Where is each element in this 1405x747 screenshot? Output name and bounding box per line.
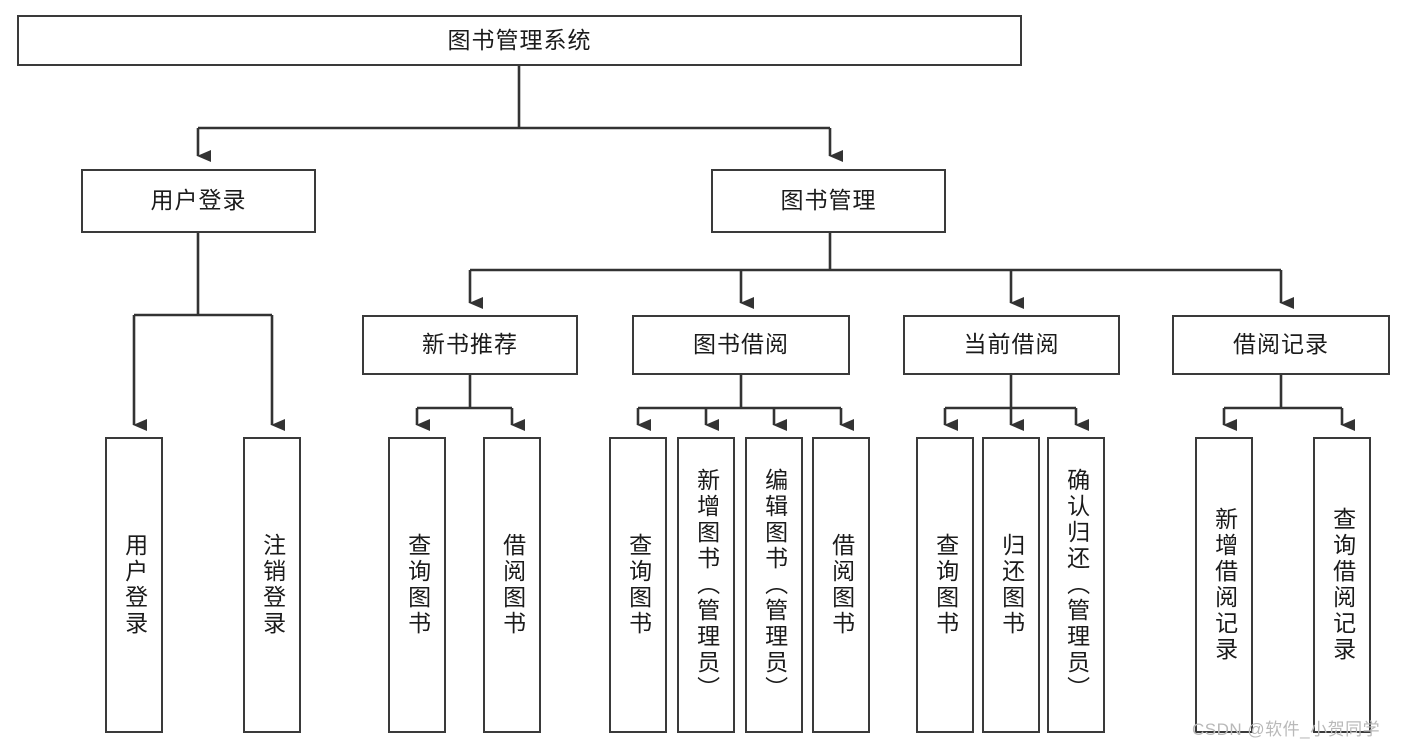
node-leaf-user-logout-label: 注销登录	[259, 533, 286, 637]
node-current-borrow[interactable]: 当前借阅	[903, 315, 1120, 375]
node-borrow-record-label: 借阅记录	[1233, 331, 1329, 358]
node-leaf-confirm-return[interactable]: 确认归还（管理员）	[1047, 437, 1105, 733]
node-book-management[interactable]: 图书管理	[711, 169, 946, 233]
node-leaf-query-book-1-label: 查询图书	[404, 533, 431, 637]
node-leaf-return-book-label: 归还图书	[998, 533, 1025, 637]
node-leaf-edit-book[interactable]: 编辑图书（管理员）	[745, 437, 803, 733]
node-leaf-confirm-return-label: 确认归还（管理员）	[1063, 468, 1090, 702]
node-leaf-borrow-book-1-label: 借阅图书	[499, 533, 526, 637]
node-book-borrow-label: 图书借阅	[693, 331, 789, 358]
node-leaf-query-book-3[interactable]: 查询图书	[916, 437, 974, 733]
node-new-book-recommend-label: 新书推荐	[422, 331, 518, 358]
node-root-label: 图书管理系统	[447, 26, 592, 53]
node-leaf-borrow-book-1[interactable]: 借阅图书	[483, 437, 541, 733]
node-root[interactable]: 图书管理系统	[17, 15, 1022, 66]
node-book-borrow[interactable]: 图书借阅	[632, 315, 850, 375]
node-user-login[interactable]: 用户登录	[81, 169, 316, 233]
node-leaf-query-book-2-label: 查询图书	[625, 533, 652, 637]
node-leaf-query-book-3-label: 查询图书	[932, 533, 959, 637]
node-current-borrow-label: 当前借阅	[963, 331, 1060, 358]
node-leaf-add-book-label: 新增图书（管理员）	[693, 468, 720, 702]
node-leaf-user-login[interactable]: 用户登录	[105, 437, 163, 733]
node-book-management-label: 图书管理	[780, 187, 877, 214]
node-leaf-add-borrow-record-label: 新增借阅记录	[1211, 507, 1238, 663]
node-leaf-return-book[interactable]: 归还图书	[982, 437, 1040, 733]
node-leaf-borrow-book-2-label: 借阅图书	[828, 533, 855, 637]
node-borrow-record[interactable]: 借阅记录	[1172, 315, 1390, 375]
node-leaf-user-logout[interactable]: 注销登录	[243, 437, 301, 733]
node-leaf-add-borrow-record[interactable]: 新增借阅记录	[1195, 437, 1253, 733]
node-leaf-edit-book-label: 编辑图书（管理员）	[761, 468, 788, 702]
node-leaf-borrow-book-2[interactable]: 借阅图书	[812, 437, 870, 733]
node-leaf-query-borrow-record[interactable]: 查询借阅记录	[1313, 437, 1371, 733]
node-user-login-label: 用户登录	[150, 187, 247, 214]
node-leaf-query-book-1[interactable]: 查询图书	[388, 437, 446, 733]
node-leaf-query-book-2[interactable]: 查询图书	[609, 437, 667, 733]
node-leaf-query-borrow-record-label: 查询借阅记录	[1329, 507, 1356, 663]
node-leaf-user-login-label: 用户登录	[121, 533, 148, 637]
node-leaf-add-book[interactable]: 新增图书（管理员）	[677, 437, 735, 733]
csdn-watermark: CSDN @软件_小贺同学	[1192, 720, 1381, 739]
node-new-book-recommend[interactable]: 新书推荐	[362, 315, 578, 375]
